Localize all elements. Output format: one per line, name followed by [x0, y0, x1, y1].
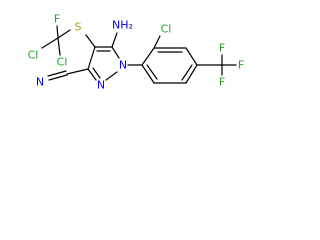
atom-nitrile-n: N: [36, 76, 44, 89]
bonds: [41, 25, 237, 84]
bond-c3-c4: [87, 46, 96, 70]
bond-c3-cn: [66, 68, 89, 75]
molecule-structure: NH₂ N N N S Cl Cl Cl F F F F: [28, 13, 245, 92]
bond-aryl-6: [141, 64, 155, 84]
atom-labels: NH₂ N N N S Cl Cl Cl F F F F: [28, 13, 245, 92]
atom-f-cf3-top: F: [219, 42, 225, 55]
atom-f-top: F: [54, 13, 60, 26]
atom-ring-n1: N: [119, 59, 127, 72]
bond-aryl-cl: [153, 35, 161, 49]
bond-n2-c3-double: [92, 67, 101, 79]
bond-cn-triple-1: [47, 70, 67, 77]
atom-cl-mid: Cl: [57, 56, 68, 69]
atom-cl-left: Cl: [28, 49, 39, 62]
bond-aryl-3: [185, 47, 198, 66]
bond-aryl-6-double: [146, 64, 158, 80]
atom-f-cf3-bottom: F: [219, 76, 225, 89]
bond-n1-n2: [105, 71, 118, 81]
bond-n2-c3: [87, 68, 97, 81]
atom-sulfur: S: [75, 21, 82, 34]
bond-c4-s: [85, 34, 96, 48]
bond-cn-triple-2: [48, 74, 68, 81]
bond-aryl-1: [141, 47, 155, 66]
bond-s-c: [57, 29, 71, 39]
atom-nh2: NH₂: [112, 19, 133, 32]
bond-c-cl-mid: [57, 37, 61, 56]
bond-c-f: [56, 25, 59, 39]
atom-ring-n2: N: [97, 79, 105, 92]
bond-c-cl-left: [41, 37, 59, 49]
bond-c5-n1: [111, 46, 120, 59]
bond-aryl-4: [185, 64, 198, 84]
bond-c5-nh2: [111, 32, 118, 48]
bond-aryl-4-double: [181, 64, 193, 81]
atom-cl-top: Cl: [161, 23, 172, 36]
atom-f-cf3-right: F: [238, 59, 244, 72]
